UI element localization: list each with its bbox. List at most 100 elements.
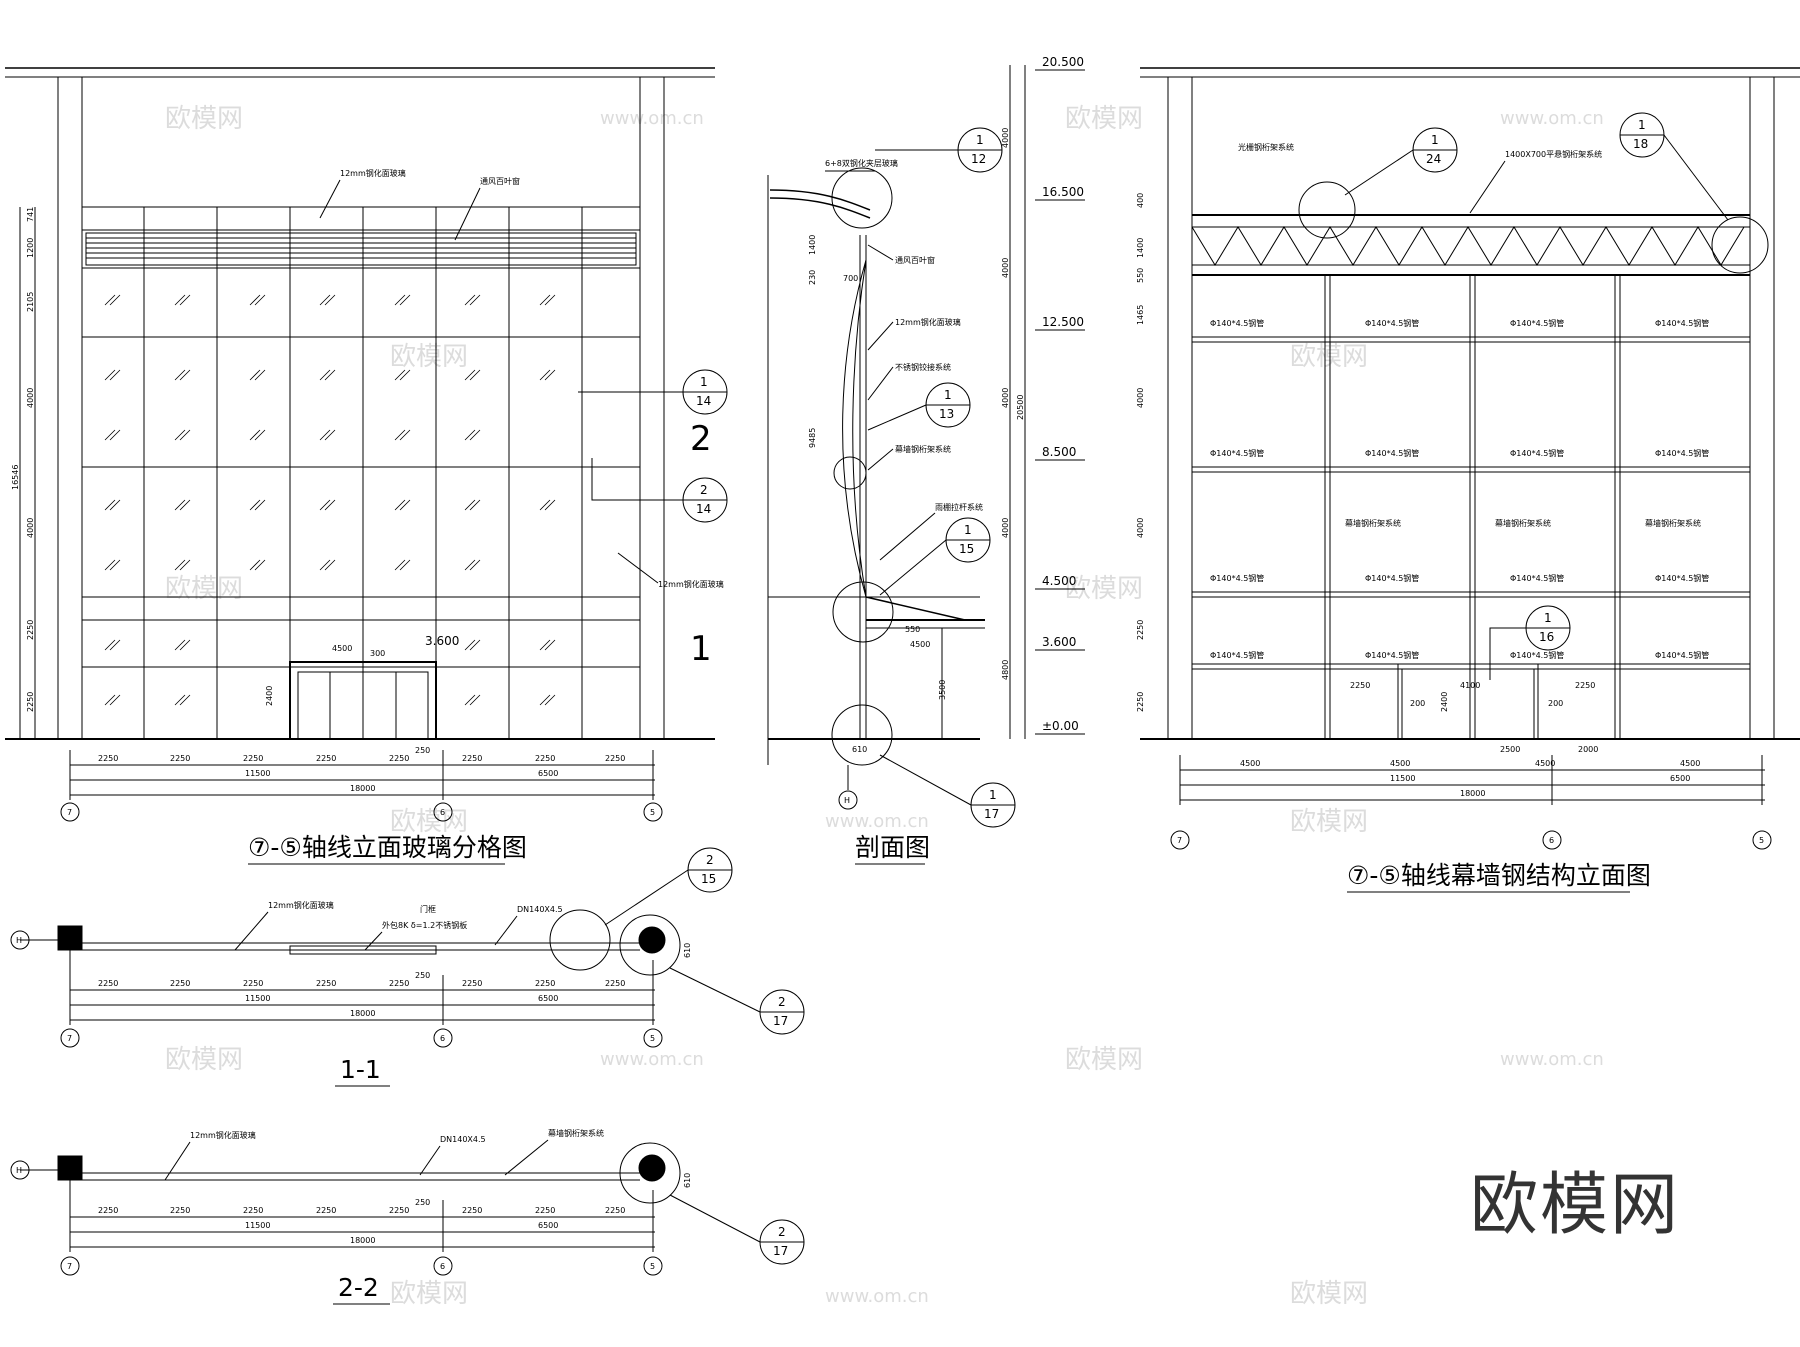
svg-text:DN140X4.5: DN140X4.5 — [440, 1135, 486, 1144]
structure-grid — [1192, 275, 1750, 740]
svg-text:2250: 2250 — [389, 979, 409, 988]
svg-text:2250: 2250 — [170, 754, 190, 763]
svg-text:2250: 2250 — [1136, 620, 1145, 640]
svg-text:1: 1 — [976, 133, 984, 147]
watermark: 欧模网 — [165, 574, 243, 604]
svg-text:2250: 2250 — [243, 754, 263, 763]
svg-text:6: 6 — [1549, 836, 1554, 845]
svg-text:2250: 2250 — [462, 979, 482, 988]
svg-text:7: 7 — [67, 808, 72, 817]
svg-text:4000: 4000 — [1001, 518, 1010, 538]
svg-text:20500: 20500 — [1016, 395, 1025, 420]
svg-text:6500: 6500 — [538, 994, 558, 1003]
svg-text:20.500: 20.500 — [1042, 55, 1084, 69]
watermark: 欧模网 — [1290, 807, 1368, 837]
svg-text:300: 300 — [370, 649, 385, 658]
title-elevation: ⑦-⑤轴线立面玻璃分格图 — [248, 833, 527, 862]
watermark: 欧模网 — [1290, 342, 1368, 372]
svg-text:7: 7 — [67, 1262, 72, 1271]
level-mark: 3.600 — [425, 634, 459, 648]
svg-text:雨棚拉杆系统: 雨棚拉杆系统 — [935, 502, 983, 512]
svg-text:4100: 4100 — [1460, 681, 1480, 690]
svg-text:11500: 11500 — [1390, 774, 1415, 783]
svg-text:Φ140*4.5钢管: Φ140*4.5钢管 — [1510, 448, 1564, 458]
svg-text:Φ140*4.5钢管: Φ140*4.5钢管 — [1510, 573, 1564, 583]
watermark: 欧模网 — [390, 342, 468, 372]
svg-text:门框: 门框 — [420, 904, 436, 914]
svg-text:H: H — [844, 796, 850, 805]
watermark-url: www.om.cn — [825, 811, 929, 832]
horizontal-dimensions: 4500 4500 4500 4500 2500 2000 11500 6500… — [1179, 745, 1765, 805]
svg-text:2250: 2250 — [170, 979, 190, 988]
svg-text:16: 16 — [1539, 630, 1554, 644]
watermark: 欧模网 — [165, 104, 243, 134]
svg-text:2400: 2400 — [1440, 692, 1449, 712]
svg-text:6: 6 — [440, 1262, 445, 1271]
svg-text:Φ140*4.5钢管: Φ140*4.5钢管 — [1365, 650, 1419, 660]
svg-text:7: 7 — [1177, 836, 1182, 845]
svg-text:Φ140*4.5钢管: Φ140*4.5钢管 — [1365, 318, 1419, 328]
svg-text:5: 5 — [650, 1262, 655, 1271]
svg-text:幕墙钢桁架系统: 幕墙钢桁架系统 — [1495, 518, 1551, 528]
section-view: 20.500 16.500 12.500 8.500 4.500 3.600 ±… — [767, 55, 1085, 865]
svg-text:1: 1 — [1431, 133, 1439, 147]
label-glass: 12mm钢化面玻璃 — [340, 168, 406, 178]
pipe-labels: Φ140*4.5钢管 Φ140*4.5钢管 Φ140*4.5钢管 Φ140*4.… — [1210, 318, 1709, 660]
svg-text:2250: 2250 — [605, 979, 625, 988]
svg-text:Φ140*4.5钢管: Φ140*4.5钢管 — [1365, 448, 1419, 458]
svg-text:17: 17 — [773, 1014, 788, 1028]
svg-text:200: 200 — [1410, 699, 1425, 708]
svg-text:2250: 2250 — [170, 1206, 190, 1215]
svg-text:4000: 4000 — [1136, 388, 1145, 408]
svg-text:3500: 3500 — [938, 680, 947, 700]
svg-text:12mm钢化面玻璃: 12mm钢化面玻璃 — [895, 317, 961, 327]
svg-text:1: 1 — [1544, 611, 1552, 625]
label-glass: 12mm钢化面玻璃 — [658, 579, 724, 589]
svg-text:610: 610 — [852, 745, 867, 754]
svg-text:6+8双钢化夹层玻璃: 6+8双钢化夹层玻璃 — [825, 158, 898, 168]
svg-text:Φ140*4.5钢管: Φ140*4.5钢管 — [1210, 573, 1264, 583]
svg-text:18000: 18000 — [1460, 789, 1485, 798]
watermark-url: www.om.cn — [600, 108, 704, 129]
watermark: 欧模网 — [1290, 1279, 1368, 1309]
svg-text:610: 610 — [683, 1173, 692, 1188]
svg-text:DN140X4.5: DN140X4.5 — [517, 905, 563, 914]
svg-text:610: 610 — [683, 943, 692, 958]
watermark: 欧模网 — [165, 1045, 243, 1075]
svg-text:4000: 4000 — [26, 388, 35, 408]
svg-text:2250: 2250 — [462, 754, 482, 763]
glass-reflection-marks — [104, 294, 556, 706]
svg-text:Φ140*4.5钢管: Φ140*4.5钢管 — [1510, 318, 1564, 328]
watermark: 欧模网 — [390, 807, 468, 837]
svg-text:1: 1 — [700, 375, 708, 389]
svg-text:4500: 4500 — [1535, 759, 1555, 768]
svg-text:12mm钢化面玻璃: 12mm钢化面玻璃 — [190, 1130, 256, 1140]
title-plan-2-2: 2-2 — [338, 1273, 379, 1302]
svg-text:2250: 2250 — [243, 979, 263, 988]
svg-text:2250: 2250 — [605, 754, 625, 763]
svg-text:Φ140*4.5钢管: Φ140*4.5钢管 — [1210, 448, 1264, 458]
axis-bubble — [433, 802, 453, 822]
svg-text:2250: 2250 — [389, 754, 409, 763]
svg-text:4800: 4800 — [1001, 660, 1010, 680]
svg-text:15: 15 — [701, 872, 716, 886]
watermarks: 欧模网 欧模网 欧模网 欧模网 欧模网 欧模网 欧模网 欧模网 欧模网 欧模网 … — [165, 104, 1604, 1309]
svg-text:5: 5 — [650, 808, 655, 817]
svg-text:5: 5 — [650, 1034, 655, 1043]
svg-text:H: H — [16, 936, 22, 945]
svg-text:11500: 11500 — [245, 1221, 270, 1230]
svg-text:2250: 2250 — [26, 620, 35, 640]
roof-truss — [1191, 214, 1750, 276]
svg-text:5: 5 — [1759, 836, 1764, 845]
svg-text:光栅钢桁架系统: 光栅钢桁架系统 — [1238, 142, 1294, 152]
svg-text:2250: 2250 — [535, 1206, 555, 1215]
svg-text:12: 12 — [971, 152, 986, 166]
svg-text:Φ140*4.5钢管: Φ140*4.5钢管 — [1655, 650, 1709, 660]
svg-text:1: 1 — [1638, 118, 1646, 132]
svg-text:外包8K δ=1.2不锈钢板: 外包8K δ=1.2不锈钢板 — [382, 920, 467, 930]
svg-text:13: 13 — [939, 407, 954, 421]
svg-text:4500: 4500 — [1390, 759, 1410, 768]
svg-text:2000: 2000 — [1578, 745, 1598, 754]
plan-1-1: H 12mm钢化面玻璃 门框 外包8K δ=1.2不锈钢板 DN140X4.5 … — [10, 847, 805, 1087]
